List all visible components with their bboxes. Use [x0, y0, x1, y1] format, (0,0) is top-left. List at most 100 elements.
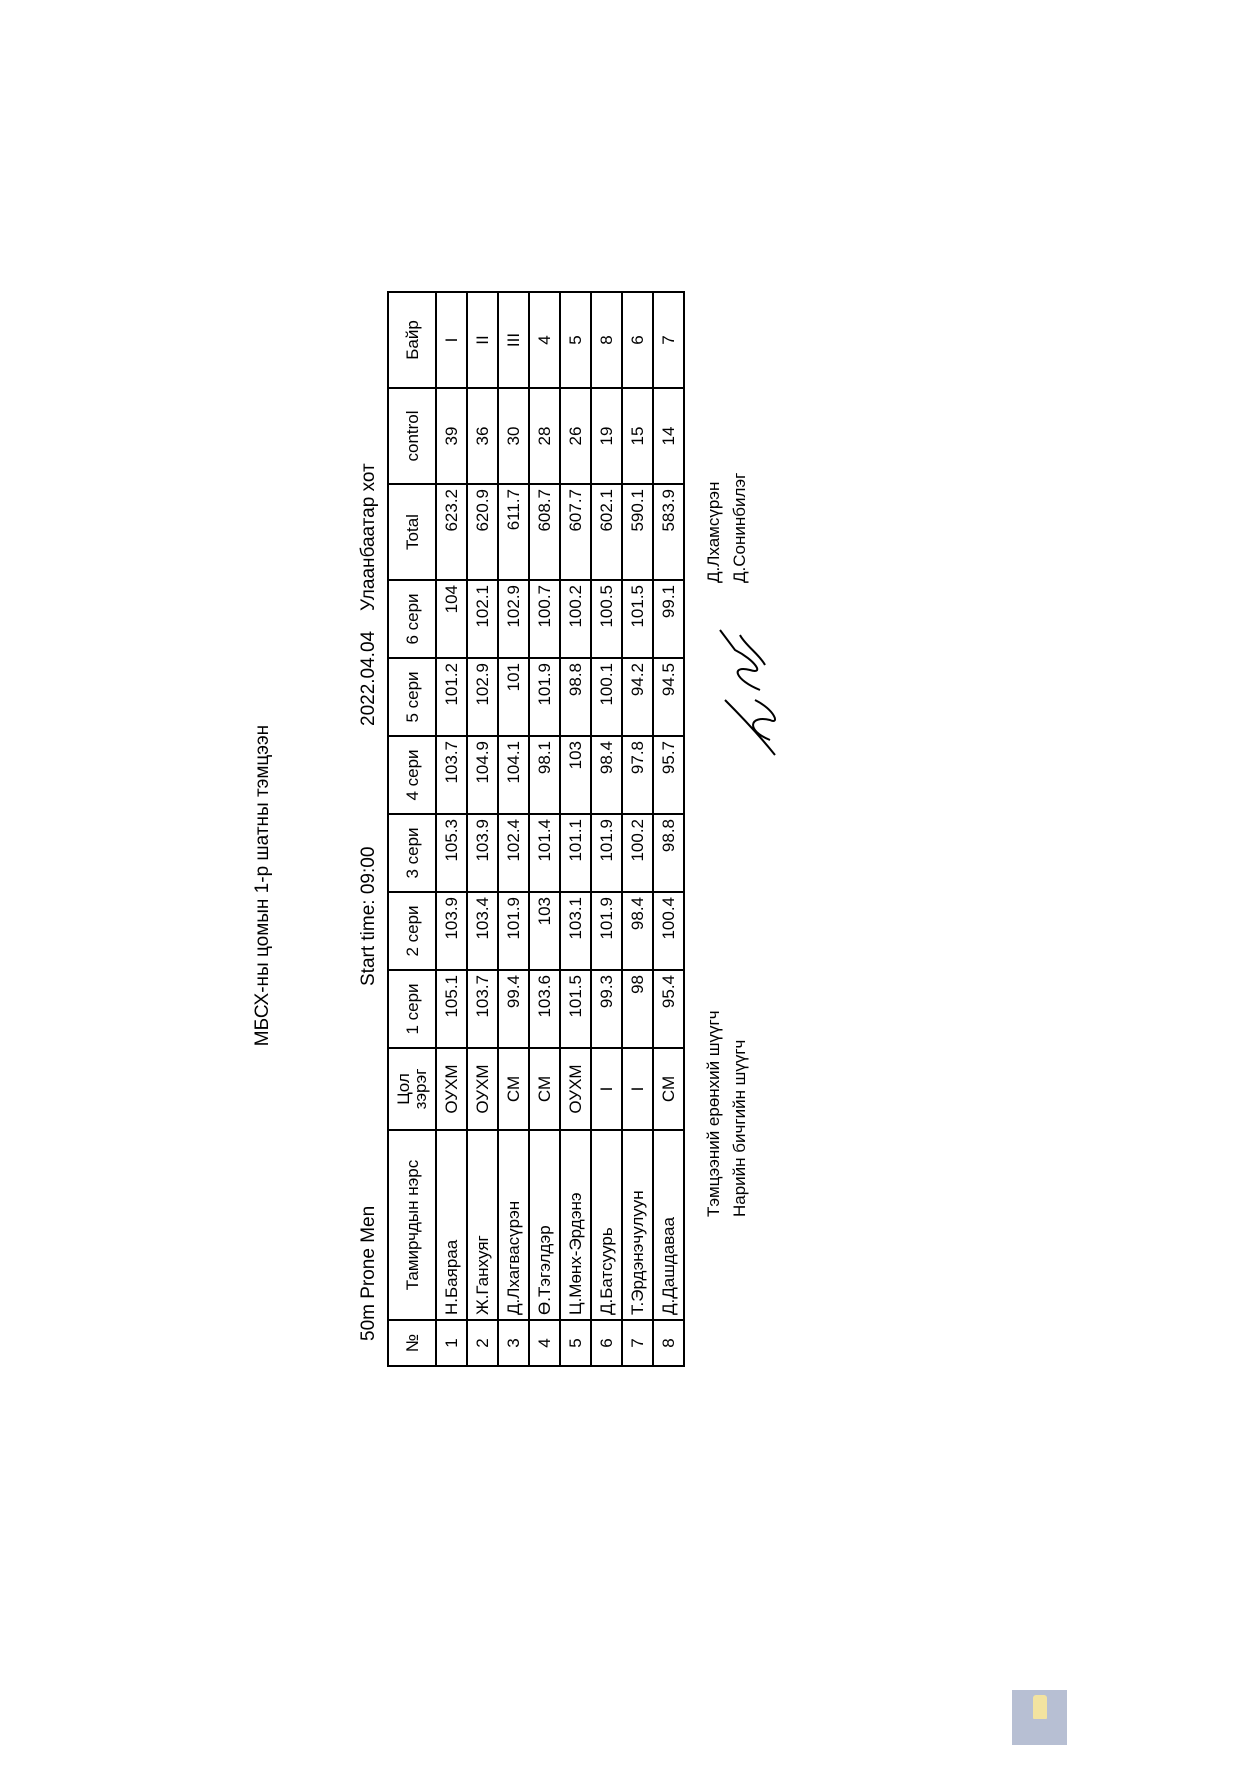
chief-judge-label: Тэмцээний ерөнхий шүүгч	[704, 1010, 723, 1217]
table-cell: Н.Баяраа	[436, 1130, 467, 1320]
table-cell: 105.1	[436, 970, 467, 1048]
table-cell: 30	[498, 388, 529, 484]
table-cell: СМ	[529, 1048, 560, 1130]
table-cell: 14	[653, 388, 684, 484]
column-header: 5 сери	[388, 658, 436, 736]
table-cell: 98	[622, 970, 653, 1048]
table-cell: Д.Лхагвасүрэн	[498, 1130, 529, 1320]
table-cell: 100.7	[529, 580, 560, 658]
table-cell: 1	[436, 1320, 467, 1366]
column-header: 1 сери	[388, 970, 436, 1048]
table-cell: 103.4	[467, 892, 498, 970]
table-cell: Т.Эрдэнэчулуун	[622, 1130, 653, 1320]
table-cell: 101.1	[560, 814, 591, 892]
table-cell: 6	[591, 1320, 622, 1366]
table-cell: 103.1	[560, 892, 591, 970]
table-cell: Ж.Ганхуяг	[467, 1130, 498, 1320]
table-cell: 100.4	[653, 892, 684, 970]
signature	[719, 629, 776, 756]
table-cell: 94.5	[653, 658, 684, 736]
table-cell: 101.9	[591, 814, 622, 892]
column-header: Байр	[388, 292, 436, 388]
table-cell: 101.9	[529, 658, 560, 736]
table-cell: 98.8	[560, 658, 591, 736]
table-cell: 98.4	[591, 736, 622, 814]
table-cell: 104.1	[498, 736, 529, 814]
document-title: МБСХ-ны цомын 1-р шатны тэмцээн	[252, 724, 273, 1047]
table-cell: 99.4	[498, 970, 529, 1048]
table-cell: 102.9	[467, 658, 498, 736]
event-date: 2022.04.04	[358, 630, 379, 726]
table-cell: 28	[529, 388, 560, 484]
table-cell: 6	[622, 292, 653, 388]
table-cell: I	[622, 1048, 653, 1130]
table-cell: 103.9	[467, 814, 498, 892]
table-cell: 102.1	[467, 580, 498, 658]
table-cell: 26	[560, 388, 591, 484]
table-cell: 103	[560, 736, 591, 814]
table-cell: 8	[591, 292, 622, 388]
column-header: control	[388, 388, 436, 484]
table-cell: 7	[653, 292, 684, 388]
table-cell: I	[436, 292, 467, 388]
table-cell: 101.2	[436, 658, 467, 736]
table-cell: 102.4	[498, 814, 529, 892]
table-cell: 95.4	[653, 970, 684, 1048]
table-cell: 4	[529, 1320, 560, 1366]
table-cell: 99.1	[653, 580, 684, 658]
table-cell: III	[498, 292, 529, 388]
table-cell: II	[467, 292, 498, 388]
column-header: Цол зэрэг	[388, 1048, 436, 1130]
table-cell: ОУХМ	[436, 1048, 467, 1130]
column-header: Total	[388, 484, 436, 580]
table-cell: 98.4	[622, 892, 653, 970]
table-cell: 100.2	[560, 580, 591, 658]
table-cell: 103.6	[529, 970, 560, 1048]
table-cell: 19	[591, 388, 622, 484]
column-header: №	[388, 1320, 436, 1366]
table-cell: 620.9	[467, 484, 498, 580]
chief-judge-name: Д.Лхамсүрэн	[704, 481, 723, 583]
secretary-label: Нарийн бичгийн шүүгч	[730, 1039, 749, 1217]
table-cell: 3	[498, 1320, 529, 1366]
table-cell: 104	[436, 580, 467, 658]
table-cell: 95.7	[653, 736, 684, 814]
table-cell: 590.1	[622, 484, 653, 580]
table-cell: 105.3	[436, 814, 467, 892]
table-cell: 103.9	[436, 892, 467, 970]
column-header: 6 сери	[388, 580, 436, 658]
table-cell: 101.9	[498, 892, 529, 970]
table-cell: 101.5	[622, 580, 653, 658]
table-cell: 39	[436, 388, 467, 484]
table-cell: 101	[498, 658, 529, 736]
table-cell: 36	[467, 388, 498, 484]
table-cell: Д.Дашдаваа	[653, 1130, 684, 1320]
table-cell: СМ	[498, 1048, 529, 1130]
table-cell: 101.9	[591, 892, 622, 970]
table-cell: 8	[653, 1320, 684, 1366]
column-header: Тамирчдын нэрс	[388, 1130, 436, 1320]
table-cell: СМ	[653, 1048, 684, 1130]
table-cell: 104.9	[467, 736, 498, 814]
table-cell: Ц.Мөнх-Эрдэнэ	[560, 1130, 591, 1320]
event-location: Улаанбаатар хот	[358, 463, 379, 611]
table-cell: 15	[622, 388, 653, 484]
table-cell: 98.8	[653, 814, 684, 892]
table-cell: 101.4	[529, 814, 560, 892]
table-cell: 103.7	[467, 970, 498, 1048]
table-cell: 97.8	[622, 736, 653, 814]
table-cell: 583.9	[653, 484, 684, 580]
column-header: 3 сери	[388, 814, 436, 892]
table-cell: 100.1	[591, 658, 622, 736]
table-cell: 99.3	[591, 970, 622, 1048]
table-cell: 2	[467, 1320, 498, 1366]
